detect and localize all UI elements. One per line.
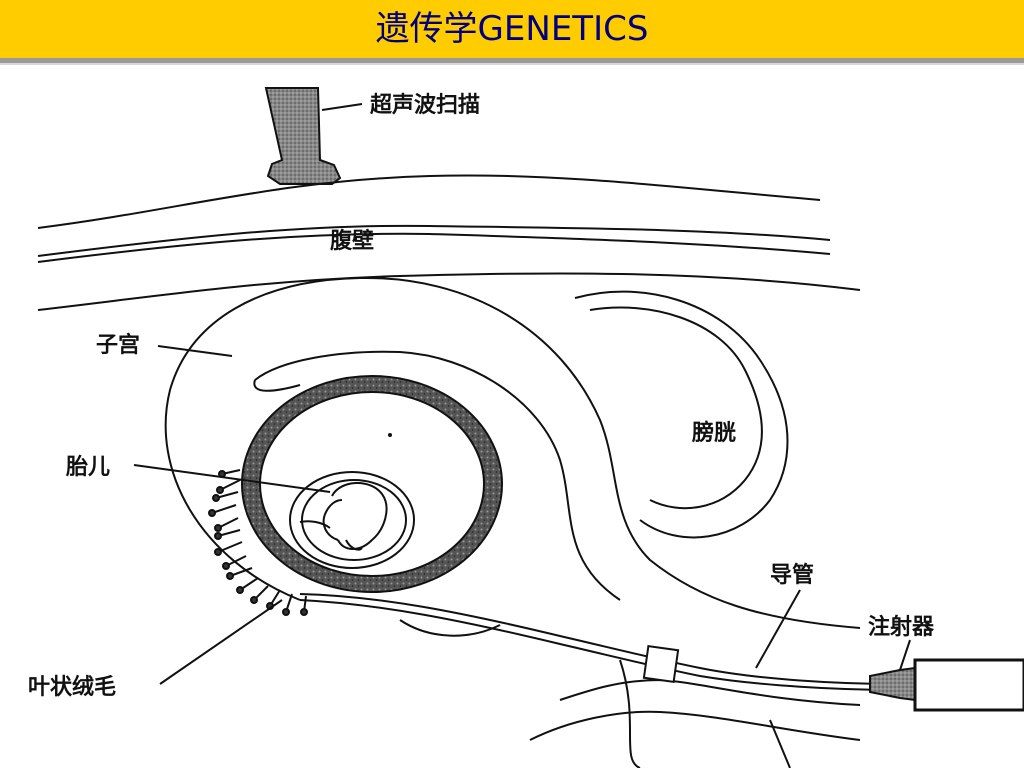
- slide-title: 遗传学GENETICS: [375, 9, 649, 49]
- label-fetus: 胎儿: [66, 454, 110, 480]
- cvs-diagram: 超声波扫描 腹壁 子宫 膀胱 胎儿 导管 注射器 叶状绒毛: [28, 87, 1024, 768]
- label-chorion-frondosum: 叶状绒毛: [28, 674, 116, 700]
- label-uterus: 子宫: [96, 332, 140, 358]
- cervix-lines: [399, 619, 861, 768]
- uterus-outline: [164, 276, 861, 629]
- fetus-and-amnion: [289, 471, 415, 569]
- leader-lines: [133, 345, 911, 685]
- catheter: [299, 593, 901, 691]
- title-divider-shadow: [0, 63, 1024, 65]
- abdominal-wall-lines: [37, 174, 861, 311]
- ultrasound-probe: [264, 87, 363, 185]
- label-syringe: 注射器: [868, 614, 935, 640]
- label-bladder: 膀胱: [692, 420, 736, 446]
- label-ultrasound: 超声波扫描: [370, 93, 480, 118]
- label-catheter: 导管: [770, 562, 814, 588]
- label-abdominal-wall: 腹壁: [330, 228, 374, 254]
- syringe: [869, 658, 1024, 712]
- title-bar: 遗传学GENETICS: [0, 0, 1024, 58]
- chorionic-villi: [208, 469, 308, 616]
- title-divider: [0, 58, 1024, 63]
- bladder-outline: [574, 290, 789, 539]
